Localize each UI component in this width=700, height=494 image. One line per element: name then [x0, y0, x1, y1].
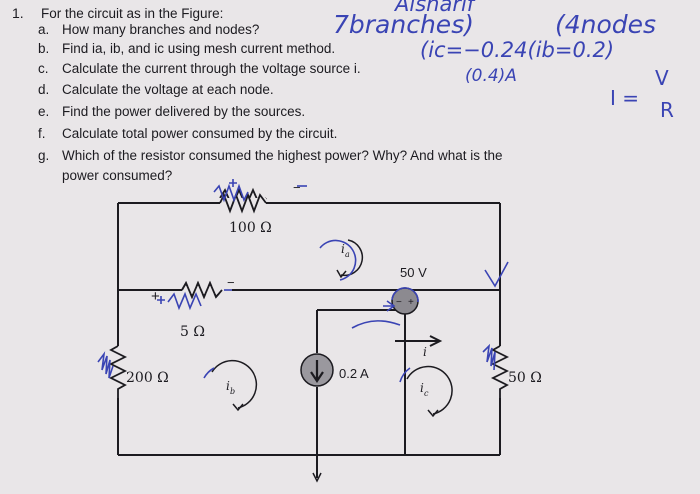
mesh-b-label: i	[226, 379, 230, 393]
ground-arrow	[312, 472, 322, 483]
mesh-a-label: i	[341, 242, 345, 256]
mesh-c-label: i	[420, 381, 424, 395]
ink-plus-mid	[157, 296, 165, 304]
ink-resistor-5	[167, 291, 202, 311]
minus-100-ohm: −	[293, 180, 301, 195]
question-intro: For the circuit as in the Figure:	[41, 6, 224, 21]
item-g-text: Which of the resistor consumed the highe…	[62, 148, 503, 163]
item-a-letter: a.	[38, 22, 50, 37]
vsource-minus: −	[396, 297, 402, 308]
mesh-b-loop	[211, 359, 258, 409]
item-b-text: Find ia, ib, and ic using mesh current m…	[62, 41, 336, 56]
mesh-a-sub: a	[345, 250, 350, 259]
minus-5-ohm: −	[227, 275, 235, 290]
ink-check-right	[484, 261, 509, 288]
handwritten-answer-c: (0.4)A	[465, 66, 517, 86]
branch-current-arrow	[395, 335, 443, 347]
label-50-ohm: 50 Ω	[508, 370, 542, 386]
item-a-text: How many branches and nodes?	[62, 22, 260, 37]
ink-vsource-circle	[391, 287, 419, 303]
resistor-50-ohm	[490, 345, 510, 398]
mesh-a-loop	[340, 239, 364, 277]
ink-resistor-100	[213, 183, 249, 203]
ink-arc-top	[319, 239, 357, 281]
handwritten-branches: 7branches)	[333, 10, 474, 39]
handwritten-formula-num: V	[655, 66, 669, 90]
item-c-text: Calculate the current through the voltag…	[62, 61, 361, 76]
branch-current-label: i	[423, 345, 427, 359]
handwritten-formula-lhs: I =	[610, 86, 640, 110]
current-source-arrow	[310, 360, 324, 383]
item-e-letter: e.	[38, 104, 50, 119]
label-0-2-a: 0.2 A	[339, 366, 369, 381]
item-e-text: Find the power delivered by the sources.	[62, 104, 306, 119]
item-d-text: Calculate the voltage at each node.	[62, 82, 274, 97]
vsource-plus: +	[408, 297, 414, 308]
item-d-letter: d.	[38, 82, 50, 97]
mesh-c-loop	[406, 365, 453, 415]
label-5-ohm: 5 Ω	[180, 324, 205, 340]
handwritten-name: Alsharif	[395, 0, 475, 16]
label-50-v: 50 V	[400, 265, 427, 280]
ink-arrow-mid	[351, 320, 401, 329]
ink-arc-c	[399, 367, 411, 383]
question-number: 1.	[12, 5, 24, 21]
mesh-b-sub: b	[230, 387, 235, 396]
ink-plus-top	[229, 179, 237, 187]
item-g-letter: g.	[38, 148, 50, 163]
item-g-continuation: power consumed?	[62, 168, 173, 183]
handwritten-nodes: (4nodes	[555, 10, 657, 39]
ink-arc-b	[203, 367, 215, 379]
label-200-ohm: 200 Ω	[126, 370, 169, 386]
ink-resistor-200	[97, 351, 114, 379]
item-f-text: Calculate total power consumed by the ci…	[62, 126, 338, 141]
resistor-200-ohm	[108, 345, 128, 398]
mesh-c-sub: c	[424, 389, 429, 398]
label-100-ohm: 100 Ω	[229, 220, 272, 236]
ink-resistor-50	[482, 343, 496, 371]
item-b-letter: b.	[38, 41, 50, 56]
handwritten-answer-b: (ic=−0.24(ib=0.2)	[420, 38, 615, 62]
item-f-letter: f.	[38, 126, 46, 141]
ink-arrow-vs	[383, 300, 396, 312]
plus-5-ohm: +	[151, 288, 160, 305]
item-c-letter: c.	[38, 61, 49, 76]
handwritten-formula-den: R	[660, 98, 674, 122]
